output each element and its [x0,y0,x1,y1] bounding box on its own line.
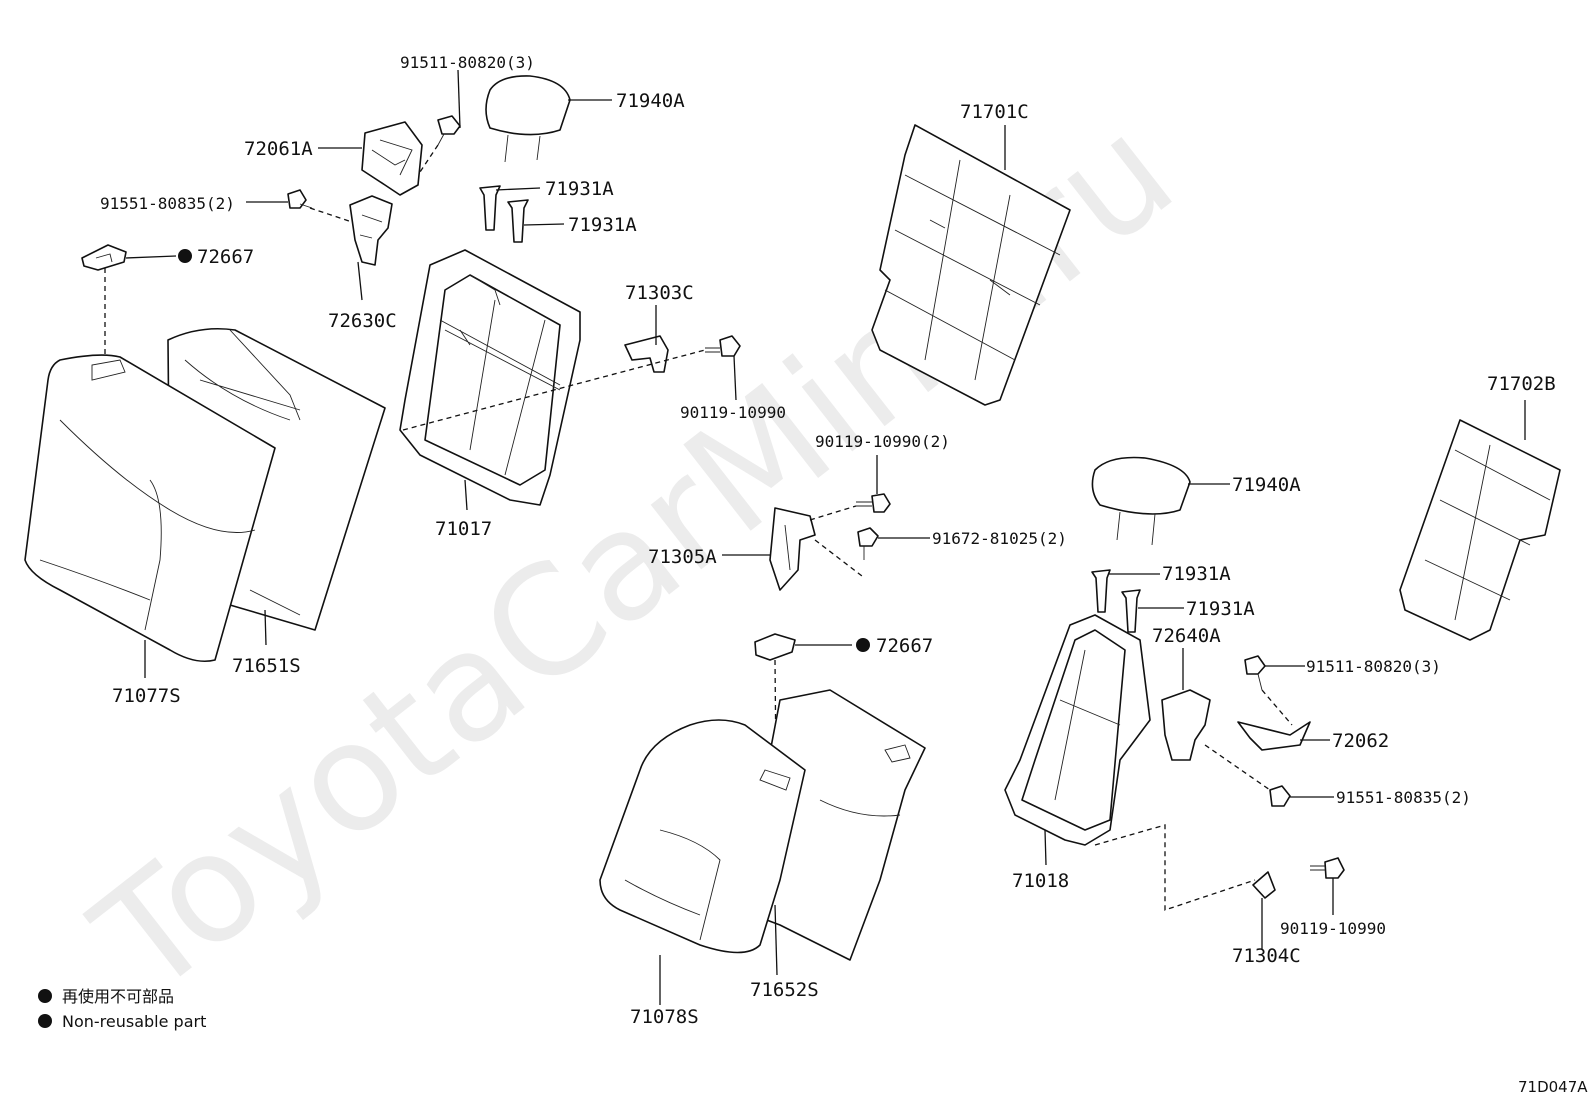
label-71304C: 71304C [1232,945,1301,967]
legend-dot-jp [38,989,52,1003]
label-71303C: 71303C [625,282,694,304]
bolt-90119-10990-b [1310,857,1345,879]
label-91511-80820-top: 91511-80820(3) [400,53,535,72]
seatback-frame-71017 [399,249,581,506]
label-91672-81025-2: 91672-81025(2) [932,529,1067,548]
hinge-72640A [1161,689,1211,761]
clip-72667-left [81,244,192,271]
bolt-91551-80835-top [287,189,313,209]
label-91551-80835-top: 91551-80835(2) [100,194,235,213]
diagram-code: 71D047A [1518,1078,1588,1096]
legend: 再使用不可部品 Non-reusable part [38,987,206,1031]
label-72667-left: 72667 [197,246,254,268]
headrest-guide-71931A-b [507,199,529,243]
bolt-90119-10990-a [705,335,741,357]
label-71931A-a: 71931A [545,178,614,200]
label-71931A-d: 71931A [1186,598,1255,620]
label-90119-10990-2: 90119-10990(2) [815,432,950,451]
label-72061A: 72061A [244,138,313,160]
bracket-71305A [769,507,816,591]
label-71078S: 71078S [630,1006,699,1028]
headrest-71940A-top [485,75,571,163]
label-71652S: 71652S [750,979,819,1001]
seatback-board-71702B [1399,419,1561,641]
bolt-91672-81025-2 [857,527,879,560]
label-71701C: 71701C [960,101,1029,123]
label-72640A: 72640A [1152,625,1221,647]
label-71305A: 71305A [648,546,717,568]
label-71931A-c: 71931A [1162,563,1231,585]
label-90119-10990-b: 90119-10990 [1280,919,1386,938]
headrest-guide-71931A-c [1091,569,1111,613]
bolt-91511-80820-right [1244,655,1266,691]
bolt-90119-10990-2 [856,493,891,513]
bracket-71303C [624,335,669,373]
bolt-91551-80835-right [1269,785,1291,807]
label-71940A-top: 71940A [616,90,685,112]
bolt-91511-80820-top [437,115,461,146]
lock-cable-72062 [1237,721,1311,751]
label-71931A-b: 71931A [568,214,637,236]
legend-text-jp: 再使用不可部品 [62,987,174,1006]
label-71940A-right: 71940A [1232,474,1301,496]
non-reusable-dot [178,249,192,263]
hinge-72630C [349,195,393,266]
label-72630C: 72630C [328,310,397,332]
seatback-cover-71077S [24,354,276,663]
label-91551-80835-right: 91551-80835(2) [1336,788,1471,807]
legend-dot-en [38,1014,52,1028]
bracket-71304C [1252,871,1276,899]
headrest-guide-71931A-d [1121,589,1141,633]
label-71702B: 71702B [1487,373,1556,395]
seatback-cover-71078S [599,719,806,954]
headrest-guide-71931A-a [479,185,501,231]
label-71077S: 71077S [112,685,181,707]
label-72062: 72062 [1332,730,1389,752]
legend-text-en: Non-reusable part [62,1012,206,1031]
seatback-board-71701C [871,124,1071,406]
label-71018: 71018 [1012,870,1069,892]
headrest-71940A-right [1091,456,1191,546]
label-90119-10990-a: 90119-10990 [680,403,786,422]
seatback-lock-72061A [361,121,423,196]
label-72667-mid: 72667 [876,635,933,657]
seatback-frame-71018 [1004,614,1151,846]
label-71651S: 71651S [232,655,301,677]
clip-72667-mid [754,633,870,661]
label-91511-80820-right: 91511-80820(3) [1306,657,1441,676]
non-reusable-dot [856,638,870,652]
label-71017: 71017 [435,518,492,540]
